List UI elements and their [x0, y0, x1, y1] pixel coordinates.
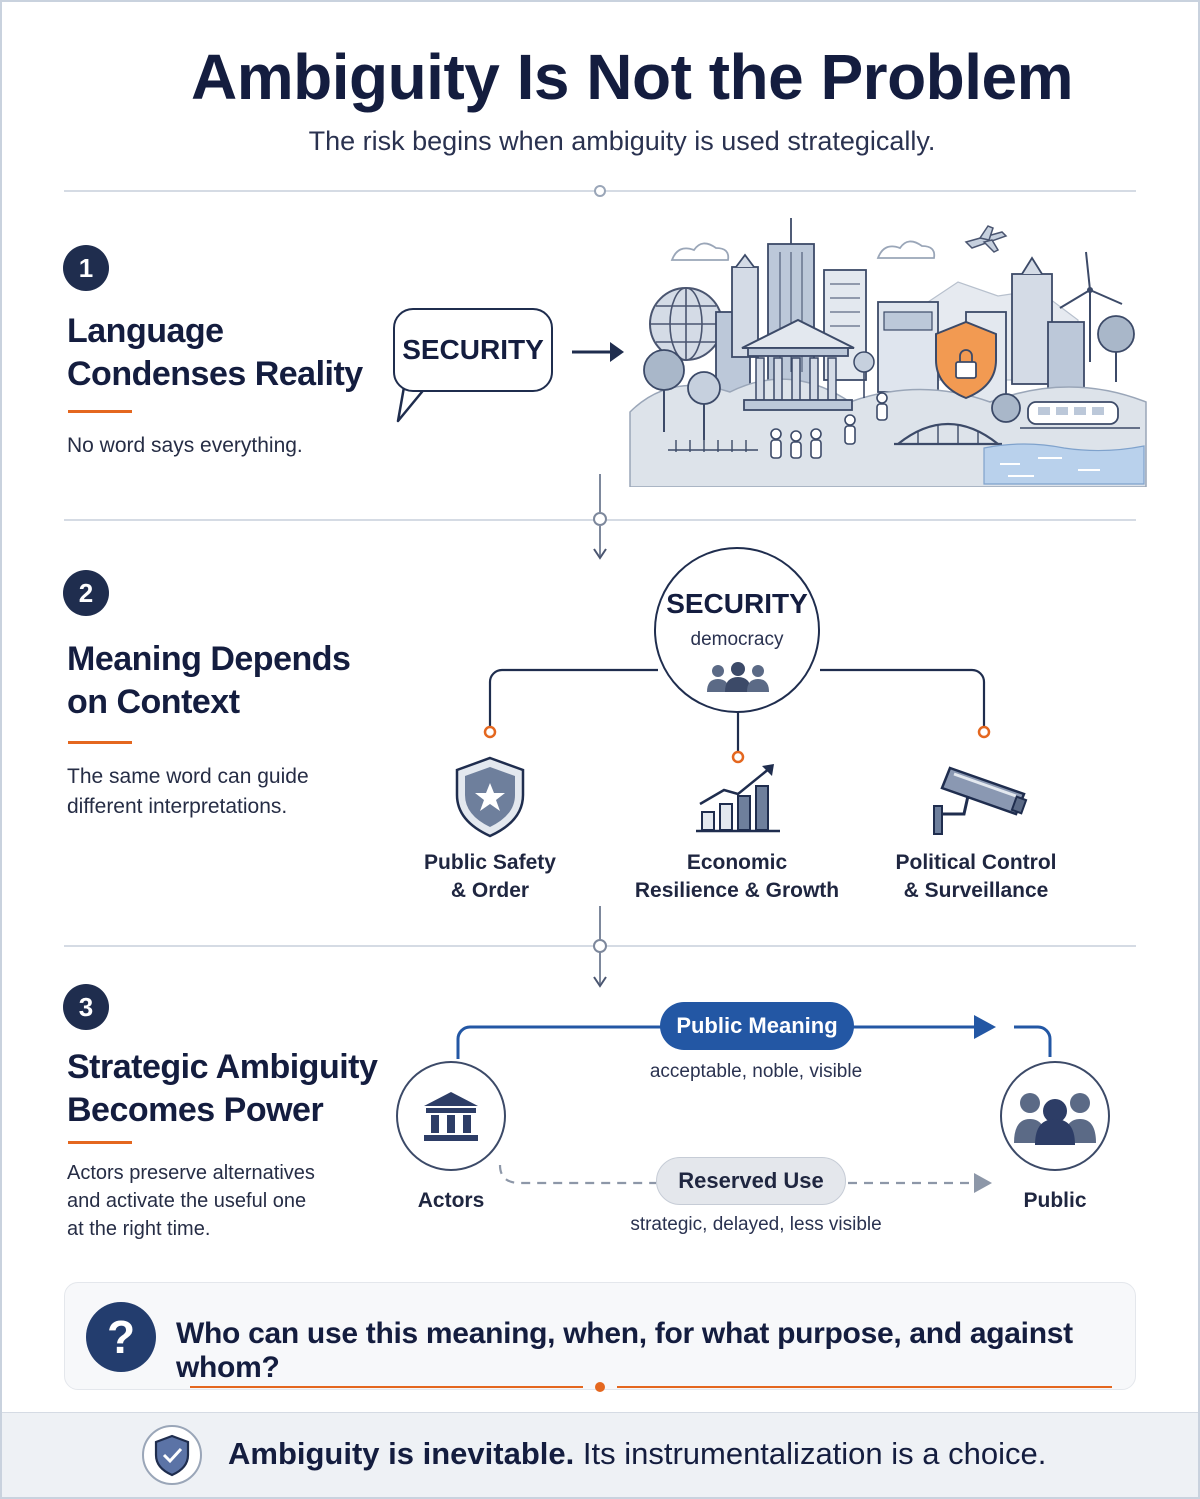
page-title: Ambiguity Is Not the Problem [190, 41, 1074, 113]
option-political-line1: Political Control [895, 851, 1057, 874]
speech-bubble-tail [396, 386, 427, 423]
option-public-safety-line1: Public Safety [424, 851, 556, 874]
footer-statement: Ambiguity is inevitable. Its instrumenta… [228, 1436, 1046, 1472]
context-branch-lines [483, 668, 991, 764]
section-1-title-line2: Condenses Reality [67, 355, 363, 393]
connector-arrow-1 [593, 474, 607, 560]
wind-turbine-icon [1059, 251, 1123, 362]
public-group-icon [1014, 1093, 1096, 1145]
section-1-title: Language Condenses Reality [67, 310, 363, 396]
option-political-control: Political Control & Surveillance [880, 849, 1072, 905]
question-icon: ? [86, 1302, 156, 1372]
section-3-title: Strategic Ambiguity Becomes Power [67, 1046, 378, 1132]
section-2-title-line2: on Context [67, 683, 240, 721]
section-1-accent [68, 410, 132, 413]
page-subtitle: The risk begins when ambiguity is used s… [308, 126, 936, 156]
option-public-safety: Public Safety & Order [400, 849, 580, 905]
trees-icon [643, 315, 1135, 440]
actors-label: Actors [417, 1189, 485, 1212]
actors-circle [396, 1061, 506, 1171]
bridge-icon [894, 423, 1002, 446]
section-2-description-line2: different interpretations. [67, 795, 288, 818]
option-economic-line1: Economic [686, 851, 788, 874]
arrow-right-icon [572, 342, 624, 362]
public-meaning-pill: Public Meaning [660, 1002, 854, 1050]
section-3-description-line3: at the right time. [67, 1218, 211, 1240]
shield-star-icon [455, 756, 525, 838]
public-meaning-caption: acceptable, noble, visible [649, 1061, 863, 1082]
power-flow-lines [456, 1015, 1052, 1193]
section-2-description: The same word can guide different interp… [67, 762, 309, 822]
people-figures-icon [770, 392, 888, 459]
footer-bold: Ambiguity is inevitable. [228, 1436, 575, 1471]
section-3-description-line2: and activate the useful one [67, 1190, 307, 1212]
question-box [64, 1282, 1136, 1390]
question-accent-line-right [617, 1386, 1112, 1388]
question-accent-line-left [190, 1386, 583, 1388]
connector-arrow-2 [593, 906, 607, 988]
section-2-description-line1: The same word can guide [67, 765, 309, 788]
section-2-accent [68, 741, 132, 744]
reserved-use-caption: strategic, delayed, less visible [630, 1214, 882, 1235]
airplane-icon [964, 225, 1008, 253]
security-speech-bubble: SECURITY [393, 308, 553, 392]
train-icon [1020, 401, 1140, 429]
section-3-accent [68, 1141, 132, 1144]
option-economic-resilience: Economic Resilience & Growth [622, 849, 852, 905]
option-public-safety-line2: & Order [450, 879, 530, 902]
public-label: Public [1023, 1189, 1087, 1212]
center-word: SECURITY [666, 588, 808, 619]
section-3-title-line2: Becomes Power [67, 1091, 324, 1129]
section-1-number: 1 [63, 245, 109, 291]
section-3-description-line1: Actors preserve alternatives [67, 1162, 315, 1184]
section-3-number: 3 [63, 984, 109, 1030]
people-group-icon [707, 662, 769, 692]
option-political-line2: & Surveillance [903, 879, 1049, 902]
section-1-title-line1: Language [67, 312, 224, 350]
section-1-description: No word says everything. [67, 434, 303, 457]
shield-check-icon [142, 1425, 202, 1485]
section-3-title-line1: Strategic Ambiguity [67, 1048, 378, 1086]
growth-chart-icon [696, 764, 780, 833]
section-2-number: 2 [63, 570, 109, 616]
section-2-title: Meaning Depends on Context [67, 638, 351, 724]
public-circle [1000, 1061, 1110, 1171]
option-economic-line2: Resilience & Growth [634, 879, 840, 902]
center-context: democracy [690, 629, 784, 650]
security-lock-shield-icon [935, 320, 997, 400]
surveillance-camera-icon [933, 766, 1028, 835]
government-building-icon [741, 318, 855, 411]
institution-icon [424, 1092, 478, 1141]
divider-node [594, 185, 606, 197]
globe-icon [649, 287, 723, 361]
footer-rest: Its instrumentalization is a choice. [574, 1436, 1047, 1471]
section-2-title-line1: Meaning Depends [67, 640, 351, 678]
question-text: Who can use this meaning, when, for what… [176, 1317, 1073, 1384]
reserved-use-pill: Reserved Use [656, 1157, 846, 1205]
city-illustration [629, 218, 1147, 487]
question-accent-dot [595, 1382, 605, 1392]
section-3-description: Actors preserve alternatives and activat… [67, 1159, 315, 1243]
